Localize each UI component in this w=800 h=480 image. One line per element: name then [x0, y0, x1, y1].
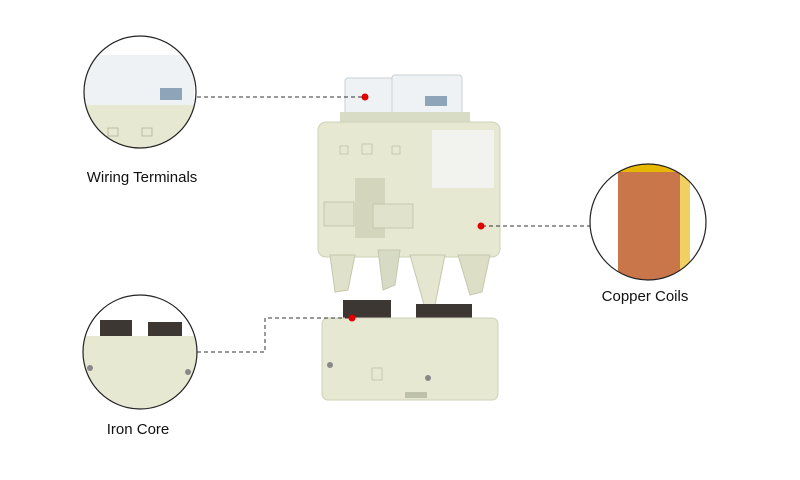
- iron-core-closeup: [82, 294, 198, 410]
- wiring-terminals-label: Wiring Terminals: [86, 169, 198, 186]
- wiring-terminals-closeup: [83, 35, 197, 149]
- iron-leader-line: [197, 317, 353, 353]
- copper-coils-closeup: [589, 163, 707, 281]
- copper-marker-dot: [477, 222, 485, 230]
- copper-coils-label: Copper Coils: [601, 288, 689, 305]
- iron-core-label: Iron Core: [106, 421, 170, 438]
- wiring-marker-dot: [361, 93, 369, 101]
- current-transformer-device: [317, 74, 501, 401]
- terminal-screw: [425, 96, 447, 106]
- terminal-cover-right: [391, 74, 463, 116]
- label-area: [432, 130, 494, 188]
- iron-marker-dot: [348, 314, 356, 322]
